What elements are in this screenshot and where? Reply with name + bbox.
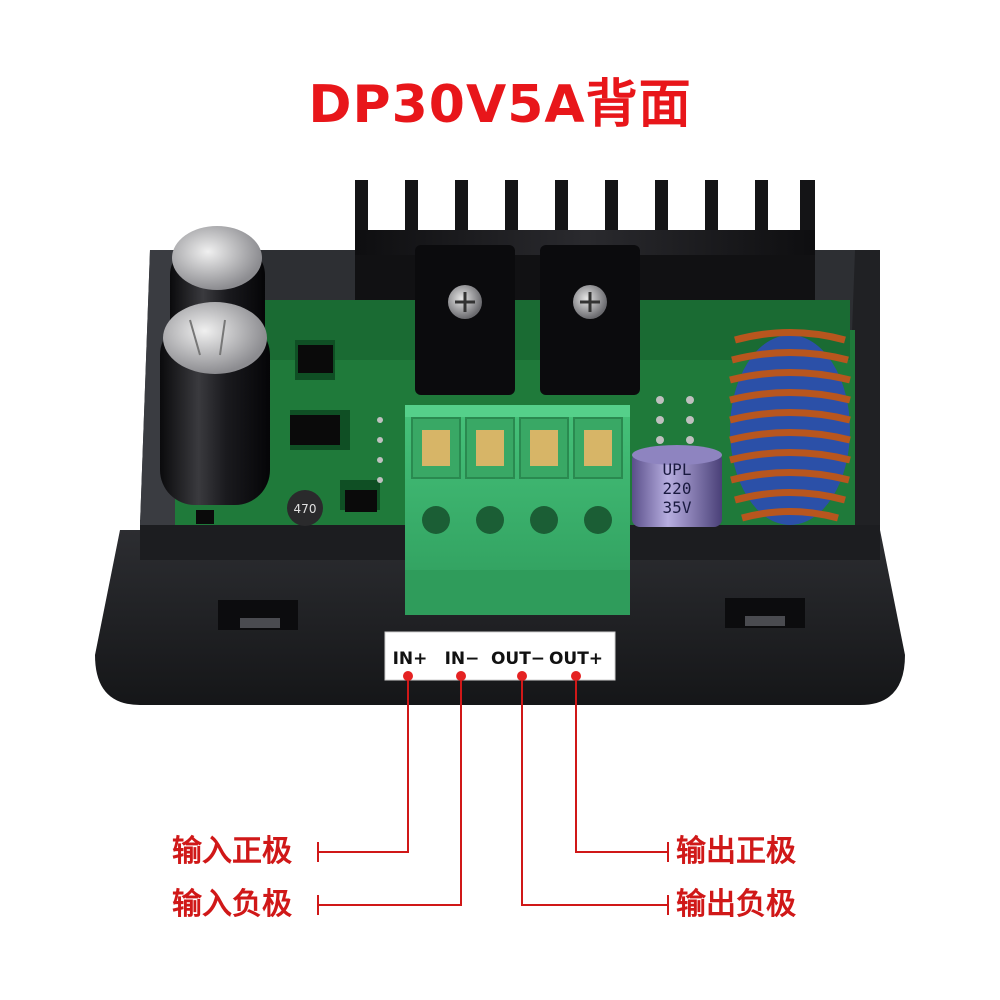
capacitor-front [160, 302, 270, 505]
capacitor-text-2: 220 [663, 479, 692, 498]
callout-output-positive: 输出正极 [676, 834, 796, 869]
terminal-label-out-pos: OUT+ [549, 649, 603, 669]
smd-inductor-label: 470 [294, 502, 317, 516]
terminal-label-plate: IN+ IN− OUT− OUT+ [384, 631, 616, 681]
polymer-capacitor: UPL 220 35V [632, 445, 722, 527]
terminal-label-in-neg: IN− [445, 649, 480, 669]
terminal-dot-out-neg [517, 671, 527, 681]
leader-out-pos [575, 681, 668, 853]
capacitor-text-1: UPL [663, 460, 692, 479]
leader-lines [317, 681, 669, 915]
terminal-label-out-neg: OUT− [491, 649, 545, 669]
callout-input-negative: 输入负极 [172, 887, 292, 922]
mosfet-right [540, 245, 640, 395]
leader-in-neg [318, 681, 462, 906]
terminal-label-in-pos: IN+ [393, 649, 428, 669]
callout-output-negative: 输出负极 [676, 887, 796, 922]
smd-inductor [287, 490, 323, 526]
capacitor-text-3: 35V [663, 498, 692, 517]
callout-input-positive: 输入正极 [172, 834, 292, 869]
heatsink [355, 180, 815, 395]
page-title: DP30V5A背面 [308, 75, 692, 135]
terminal-block [405, 405, 630, 615]
toroid-inductor [729, 329, 851, 525]
leader-out-neg [521, 681, 668, 906]
terminal-dot-in-neg [456, 671, 466, 681]
mosfet-left [415, 245, 515, 395]
terminal-dot-out-pos [571, 671, 581, 681]
leader-in-pos [318, 681, 409, 853]
terminal-dot-in-pos [403, 671, 413, 681]
